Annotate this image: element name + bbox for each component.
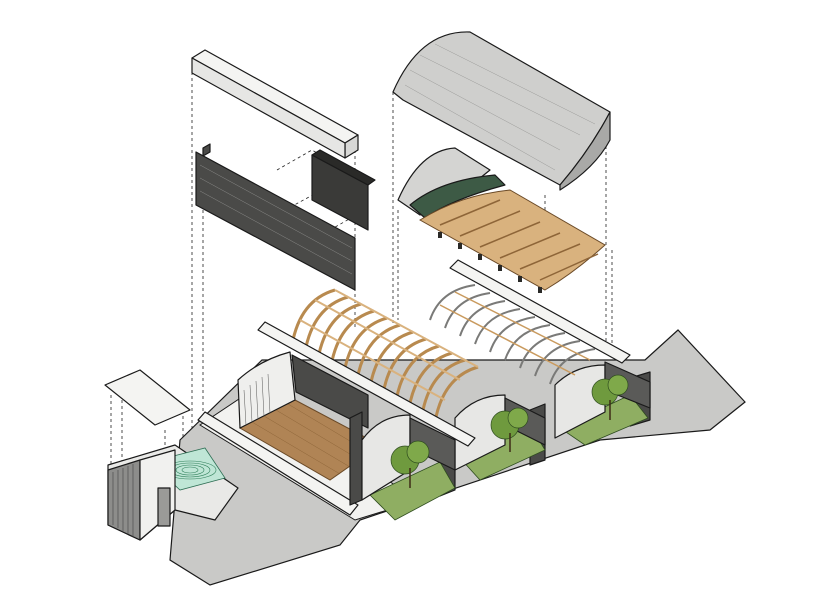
main-building bbox=[197, 351, 651, 521]
courtyard-grass bbox=[369, 461, 456, 521]
timber-ribs-icon bbox=[290, 288, 479, 423]
stone-wall-icon bbox=[195, 151, 356, 291]
tree-icon bbox=[390, 440, 430, 488]
projection-line bbox=[276, 149, 359, 178]
stone-wall-icon bbox=[291, 354, 369, 429]
tree-icon bbox=[591, 374, 629, 420]
front-wall bbox=[197, 411, 359, 516]
exploded-vault-layers bbox=[397, 147, 606, 293]
tree-icon bbox=[490, 407, 529, 452]
courtyard-trees bbox=[390, 374, 629, 488]
exploded-stone-wall bbox=[195, 143, 376, 291]
beam-icon bbox=[191, 49, 359, 159]
pavilion-roof-slab bbox=[104, 369, 191, 426]
projection-line bbox=[329, 209, 366, 231]
ridge-beams bbox=[257, 259, 631, 447]
roof-shell-icon bbox=[392, 31, 611, 191]
pool-pavilion bbox=[104, 369, 239, 541]
